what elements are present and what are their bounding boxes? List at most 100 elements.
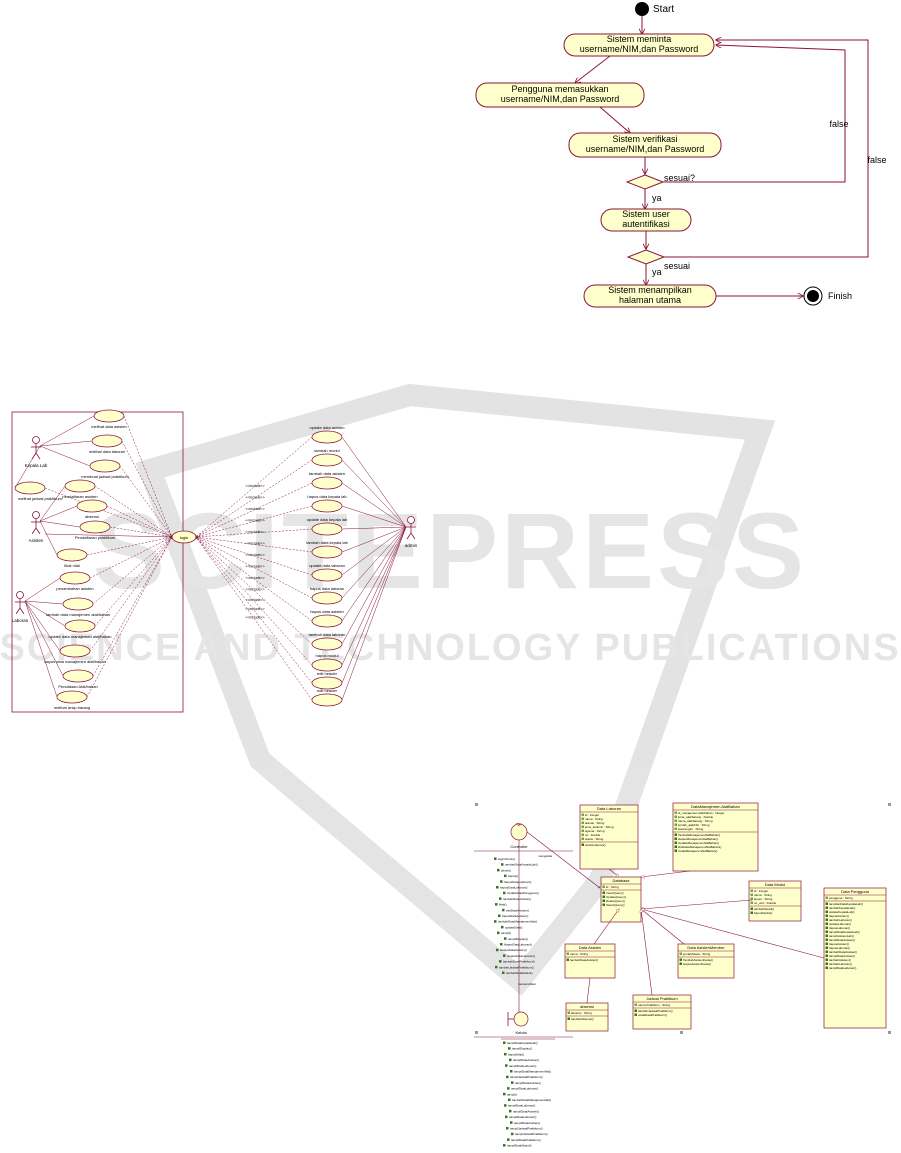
op-icon [502,971,505,974]
activity-node [475,82,645,108]
controller-op: hapus() [508,874,518,878]
activity-node-label: Sistem meminta [607,34,672,44]
class-op: UpdateManajemenAlatBahan() [678,841,719,845]
activity-node-label: Sistem user [622,209,670,219]
generalization [641,909,825,959]
activity-node-label: Sistem verifikasi [612,134,677,144]
op-icon [504,1052,507,1056]
include-dep [196,436,313,537]
include-dep [196,537,313,599]
include-stereotype: <<include>> [245,484,264,488]
op-icon [503,1041,506,1044]
class-op: tambahLaboran() [829,918,852,922]
usecase-left-label: update data manajemen alat/bahan [49,634,112,639]
class-op: setAsLaboran() [585,843,606,847]
op-icon [494,857,497,860]
association [39,415,95,447]
class-rect [600,876,642,923]
false-flow [664,40,869,258]
attr-icon [581,817,584,820]
usecase-right-label: hapus modul [316,653,339,658]
usecase-right-label: hapus data asisten [310,609,344,614]
op-icon [500,880,503,883]
class-attr: no : Double [585,833,601,837]
usecase-right-label: hapus data laboran [310,586,344,591]
corner-mark [888,803,891,806]
association [341,526,407,701]
class-op: updateLaboran() [829,922,851,926]
class-attr: pengguna : String [829,896,853,900]
op-icon [634,1013,637,1016]
association [341,436,407,528]
op-icon [602,899,605,902]
class-op: CetakManajemenAlatBahan() [678,849,717,853]
op-icon [679,962,682,965]
attr-icon [679,952,682,955]
controller-op: hapusDataAsisten() [502,914,528,918]
class-rect [748,880,802,922]
usecase-left [93,409,125,423]
usecase-left-label: Pendataan Alat/bahan [58,684,97,689]
op-icon [505,1115,508,1119]
generalization [641,899,753,909]
watermark-sub: SCIENCE AND TECHNOLOGY PUBLICATIONS [0,627,901,669]
association [341,526,407,684]
controller-op: hapusDataLaboran() [500,886,528,890]
attr-icon [750,897,753,900]
attr-icon [581,821,584,824]
association [39,520,81,528]
op-icon [495,903,498,906]
actor-admin: admin [405,516,418,548]
class-op: HapusAsistenKelas() [683,962,711,966]
class-name: absensi [580,1004,594,1009]
op-icon [825,930,828,933]
include-dep [86,537,172,698]
include-dep [196,482,313,537]
op-icon [825,934,828,937]
yes-label: ya [652,267,662,277]
false-flow [663,45,846,183]
kelola-op: tampilDataManajemenAlat() [514,1070,551,1074]
usecase-left [59,644,91,658]
usecase-right-label: tambah data kepala lab [306,540,348,545]
op-icon [825,962,828,965]
op-icon [825,938,828,941]
actor-laboran: Laboran [12,591,29,623]
kelola-op: tampilJadwalPraktikum() [510,1075,543,1079]
op-icon [825,918,828,921]
usecase-left [62,597,94,611]
class-op: hapusAsisten() [829,942,849,946]
corner-mark [888,1031,891,1034]
op-icon [674,837,677,840]
flow-arrow [575,55,611,83]
op-icon [825,922,828,925]
op-icon [825,942,828,945]
attr-icon [581,833,584,836]
usecase-right [311,430,343,444]
class-op: tampilDataLaboran() [829,966,856,970]
usecase-diagram: Kepala LabAsistenLaboranadminloginmeliha… [11,409,418,713]
include-dep [196,537,313,622]
association [586,977,591,1004]
activity-node-label: Sistem menampilkan [608,285,692,295]
op-icon [581,843,584,846]
generalization [641,909,685,945]
op-icon [507,1087,510,1090]
usecase-right-label: update data laboran [309,563,345,568]
op-icon [602,903,605,906]
op-icon [825,902,828,905]
kelola-symbol [513,1011,529,1027]
class-name: Database [612,878,630,883]
usecase-right [311,453,343,467]
false-label: false [867,155,886,165]
class-rect [677,943,735,979]
usecase-login-label: login [180,535,188,540]
activity-node-label: autentifikasi [622,219,670,229]
op-icon [825,958,828,961]
association [39,505,78,522]
kelola-op: tampilDataAsisten() [514,1121,540,1125]
association [341,526,407,553]
